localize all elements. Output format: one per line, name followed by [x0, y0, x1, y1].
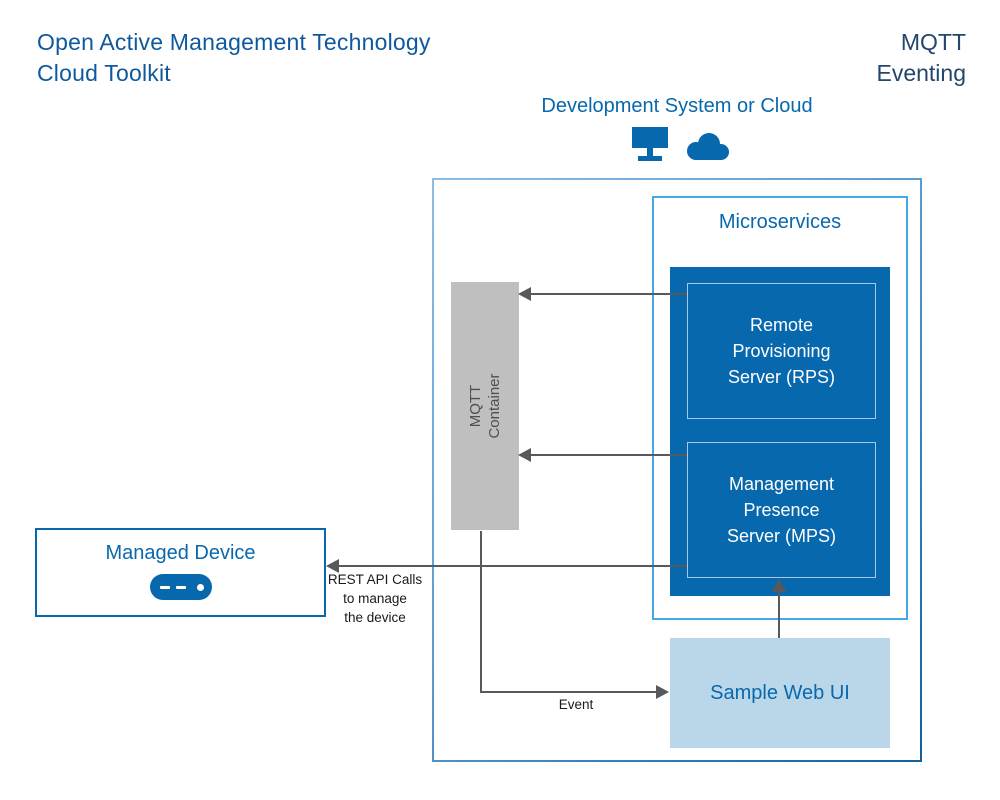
sample-webui-label: Sample Web UI	[710, 681, 850, 704]
arrow-mqtt-to-webui-vline	[480, 531, 482, 693]
arrow-webui-to-mps-head-icon	[772, 579, 786, 592]
mqtt-container-label: MQTT Container	[467, 373, 503, 439]
microservices-label: Microservices	[718, 211, 842, 233]
rest-api-calls-label: REST API Calls to manage the device	[327, 572, 423, 625]
arrow-mps-to-mqtt-head-icon	[518, 448, 531, 462]
arrow-mps-to-mqtt-line	[531, 454, 687, 456]
managed-device-icon	[149, 574, 212, 600]
managed-device-box: Managed Device	[35, 528, 326, 617]
sample-webui-box: Sample Web UI	[670, 638, 890, 748]
arrow-mqtt-to-webui-hline	[480, 691, 656, 693]
arrow-mqtt-to-webui-head-icon	[656, 685, 669, 699]
mqtt-container-box	[451, 282, 519, 530]
cloud-icon	[682, 133, 732, 166]
mqtt-eventing-title: MQTT Eventing	[876, 29, 966, 86]
mps-box: Management Presence Server (MPS)	[687, 442, 876, 578]
event-label: Event	[558, 697, 594, 712]
monitor-icon	[630, 127, 674, 166]
arrow-mps-to-device-line	[339, 565, 687, 567]
dev-system-label: Development System or Cloud	[541, 95, 813, 117]
arrow-webui-to-mps-line	[778, 591, 780, 638]
arrow-rps-to-mqtt-head-icon	[518, 287, 531, 301]
rps-box: Remote Provisioning Server (RPS)	[687, 283, 876, 419]
arrow-mps-to-device-head-icon	[326, 559, 339, 573]
services-container: Remote Provisioning Server (RPS) Managem…	[670, 267, 890, 596]
arrow-rps-to-mqtt-line	[531, 293, 687, 295]
dev-system-icons	[630, 126, 740, 162]
page-title: Open Active Management Technology Cloud …	[37, 29, 431, 86]
managed-device-label: Managed Device	[105, 542, 256, 564]
